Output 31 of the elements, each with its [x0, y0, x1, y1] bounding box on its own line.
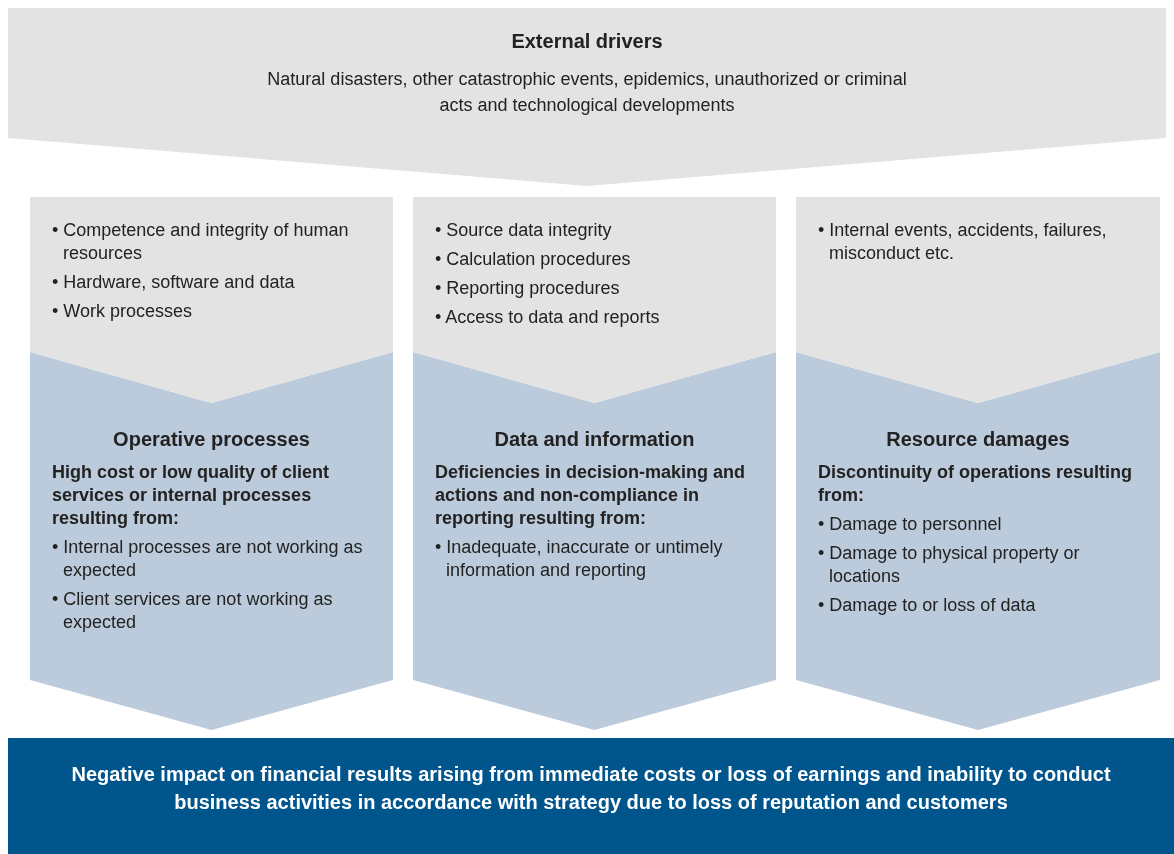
- bullet-item: • Competence and integrity of human resources: [52, 219, 350, 265]
- heading: Resource damages: [885, 428, 1071, 451]
- bullet-item: • Source data integrity: [435, 219, 613, 242]
- chevron-box: [30, 197, 393, 403]
- chevron-box: [413, 197, 776, 403]
- bullet-item: • Damage to physical property or locations: [818, 542, 1081, 588]
- bullet-item: • Access to data and reports: [435, 306, 661, 329]
- heading: Operative processes: [112, 428, 311, 451]
- subheading: High cost or low quality of client services or internal processes resulting from:: [52, 461, 330, 530]
- description: Natural disasters, other catastrophic events, epidemics, unauthorized or criminal acts and technological developments: [266, 68, 908, 117]
- outcome-banner: [8, 738, 1174, 854]
- chevron-box: [30, 352, 393, 730]
- chevron-banner: [8, 8, 1166, 186]
- bullet-item: • Client services are not working as expected: [52, 588, 334, 634]
- statement: Negative impact on financial results arising from immediate costs or loss of earnings and inability to conduct business activities in accordance with strategy due to loss of reputation and customers: [70, 762, 1112, 815]
- subheading: Deficiencies in decision-making and actions and non-compliance in reporting resulting from:: [435, 461, 747, 530]
- heading: External drivers: [510, 30, 664, 53]
- bullet-item: • Damage to or loss of data: [818, 594, 1037, 617]
- heading: Data and information: [493, 428, 696, 451]
- bullet-item: • Reporting procedures: [435, 277, 621, 300]
- bullet-item: • Damage to personnel: [818, 513, 1003, 536]
- chevron-box: [796, 352, 1160, 730]
- bullet-item: • Calculation procedures: [435, 248, 632, 271]
- chevron-box: [796, 197, 1160, 403]
- bullet-item: • Internal processes are not working as expected: [52, 536, 364, 582]
- chevron-box: [413, 352, 776, 730]
- bullet-item: • Inadequate, inaccurate or untimely information and reporting: [435, 536, 724, 582]
- bullet-item: • Work processes: [52, 300, 193, 323]
- subheading: Discontinuity of operations resulting from:: [818, 461, 1133, 507]
- bullet-item: • Hardware, software and data: [52, 271, 296, 294]
- bullet-item: • Internal events, accidents, failures, misconduct etc.: [818, 219, 1108, 265]
